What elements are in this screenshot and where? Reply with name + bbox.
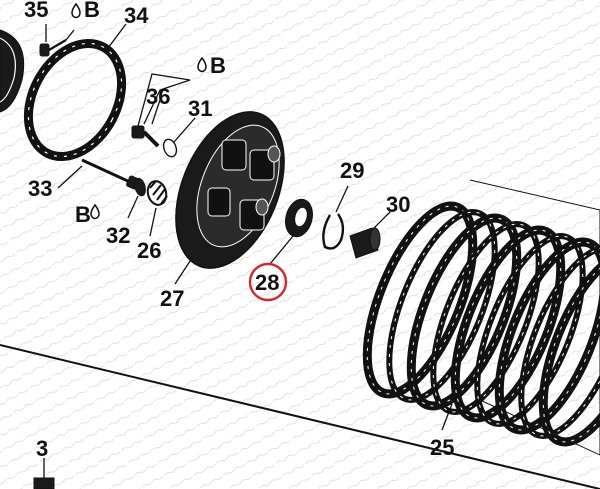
label-part-35: 35	[24, 0, 48, 22]
housing-edge-line	[0, 344, 600, 489]
left-cover-edge	[0, 29, 25, 113]
label-part-29: 29	[340, 158, 364, 183]
clutch-plate-teeth	[476, 235, 584, 425]
clutch-plate-teeth	[498, 241, 600, 431]
part-35-screw	[39, 39, 67, 57]
leader-lines	[43, 23, 453, 478]
part-28-bearing	[285, 198, 313, 238]
label-part-31: 31	[188, 96, 212, 121]
clutch-plate-teeth	[388, 211, 496, 401]
label-part-3: 3	[36, 436, 48, 461]
label-b-top: B	[84, 0, 100, 22]
clutch-plate	[518, 245, 600, 439]
part-3-bolt	[33, 477, 55, 489]
label-part-34: 34	[124, 3, 149, 28]
part-25-clutch-plate-stack	[362, 179, 600, 456]
oil-drop-icon	[71, 2, 81, 19]
part-26-spring	[146, 180, 168, 206]
label-b-mid: B	[210, 53, 226, 78]
clutch-plate-teeth	[432, 223, 540, 413]
label-part-25: 25	[430, 435, 454, 460]
label-part-30: 30	[386, 192, 410, 217]
label-part-27: 27	[160, 286, 184, 311]
part-31-ring	[162, 138, 178, 158]
part-34-gasket	[23, 38, 127, 162]
clutch-plate-teeth	[410, 217, 518, 407]
clutch-plate-teeth	[366, 205, 474, 395]
label-part-36: 36	[146, 84, 170, 109]
part-32-washer	[134, 177, 146, 197]
part-30-bushing	[349, 227, 381, 259]
label-part-33: 33	[28, 176, 52, 201]
label-part-28: 28	[255, 270, 279, 295]
oil-drop-icon	[90, 203, 100, 220]
clutch-plate-teeth	[454, 229, 562, 419]
label-part-32: 32	[106, 223, 130, 248]
part-27-pressure-plate	[175, 111, 285, 269]
oil-drop-icon	[197, 56, 207, 73]
label-b-left: B	[75, 202, 91, 227]
clutch-plate	[538, 249, 600, 447]
highlight-circle	[248, 262, 288, 302]
part-29-circlip	[322, 213, 345, 250]
label-part-26: 26	[137, 238, 161, 263]
part-36-bolt	[131, 125, 160, 148]
